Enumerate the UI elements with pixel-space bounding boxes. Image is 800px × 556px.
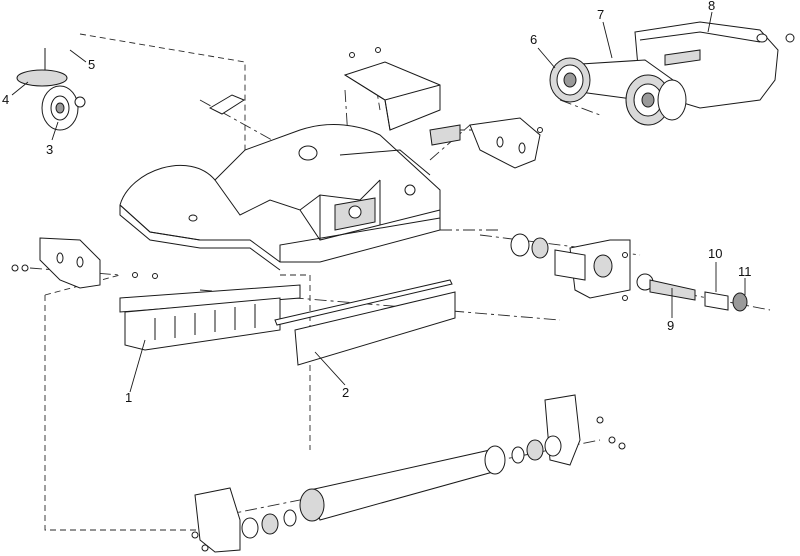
- spreader-blade-assembly: [119, 284, 301, 351]
- callout-labels: 1 2 3 4 5 6 7 8 9 10 11: [2, 0, 752, 405]
- callout-11: 11: [738, 264, 752, 279]
- callout-1: 1: [125, 390, 132, 405]
- callout-9: 9: [667, 318, 674, 333]
- fastener-hardware: [11, 47, 628, 552]
- roller-drum: [194, 394, 581, 553]
- callout-8: 8: [708, 0, 715, 13]
- right-side-plate: [469, 117, 541, 169]
- left-side-plate: [39, 237, 101, 289]
- callout-5: 5: [88, 57, 95, 72]
- callout-2: 2: [342, 385, 349, 400]
- belt-drive-assembly: [549, 21, 795, 126]
- top-cover-plate: [343, 61, 461, 146]
- access-plate: [208, 94, 246, 115]
- callout-leaders: [11, 11, 746, 393]
- callout-4: 4: [2, 92, 9, 107]
- callout-10: 10: [708, 246, 722, 261]
- callout-7: 7: [597, 7, 604, 22]
- chassis-frame: [119, 124, 441, 271]
- callout-6: 6: [530, 32, 537, 47]
- wheel-assembly: [16, 48, 86, 131]
- drive-shaft-assembly: [510, 233, 748, 312]
- scraper-plate: [274, 279, 456, 366]
- callout-3: 3: [46, 142, 53, 157]
